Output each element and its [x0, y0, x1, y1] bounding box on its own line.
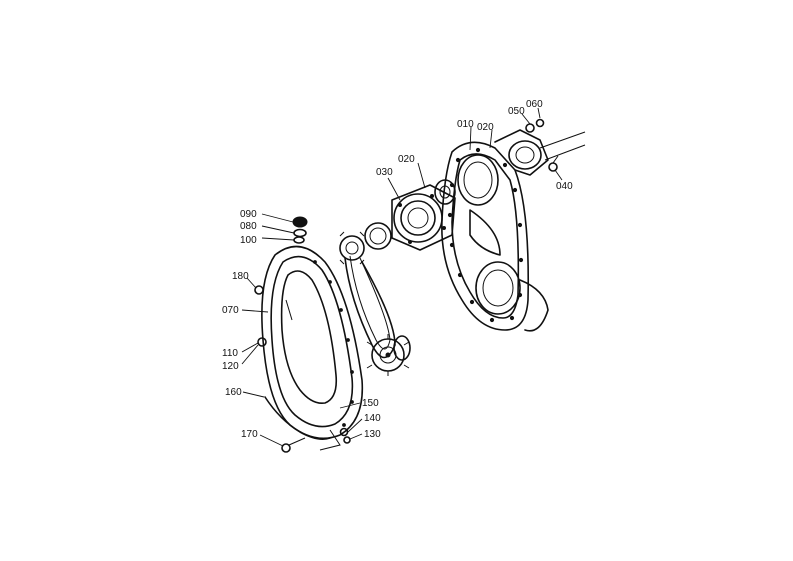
drive-chain-part [344, 255, 396, 359]
bearing-flange-part [391, 179, 456, 251]
label-120: 120 [222, 361, 239, 372]
label-110: 110 [222, 348, 238, 359]
label-170: 170 [241, 429, 258, 440]
leader-lines [241, 107, 563, 447]
label-080: 080 [240, 221, 257, 232]
label-180: 180 [232, 271, 249, 282]
bolt-part [525, 118, 545, 133]
label-030: 030 [376, 167, 393, 178]
label-160: 160 [225, 387, 242, 398]
label-140: 140 [364, 413, 381, 424]
side-bolt-part [548, 155, 559, 172]
label-100: 100 [240, 235, 257, 246]
rear-housing-part [441, 129, 586, 332]
label-150: 150 [362, 398, 379, 409]
label-020-front: 020 [398, 154, 415, 165]
lower-bolt-part [339, 427, 351, 444]
label-040: 040 [556, 181, 573, 192]
label-070: 070 [222, 305, 239, 316]
filler-cap-part [292, 216, 308, 244]
label-130: 130 [364, 429, 381, 440]
seal-ring-part [364, 222, 392, 250]
bracket-wire-part [264, 396, 331, 453]
label-090: 090 [240, 209, 257, 220]
part-labels: 010 020 050 060 040 020 030 090 080 100 … [222, 99, 573, 440]
label-010: 010 [457, 119, 474, 130]
cover-screw-part [254, 285, 267, 347]
front-cover-part [261, 245, 364, 451]
label-060: 060 [526, 99, 543, 110]
label-050: 050 [508, 106, 525, 117]
lower-sprocket-part [366, 334, 411, 376]
label-020-rear: 020 [477, 122, 494, 133]
upper-sprocket-part [339, 231, 365, 265]
